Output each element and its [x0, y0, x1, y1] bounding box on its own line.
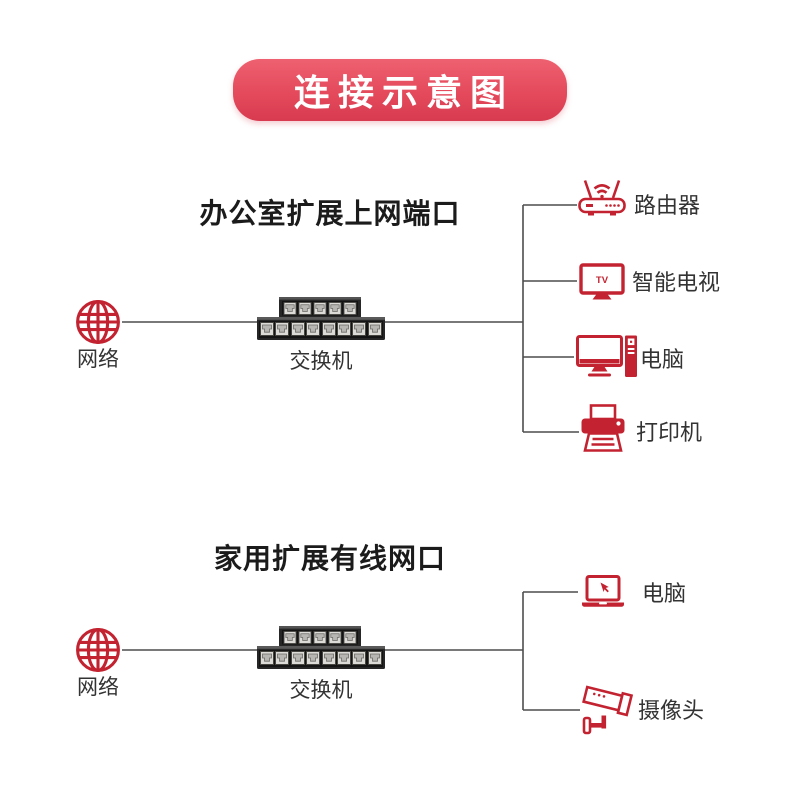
- desktop-computer-icon: [576, 335, 637, 377]
- page-title-banner: 连接示意图: [233, 59, 567, 121]
- network-switch-image: [257, 297, 385, 340]
- network-source-label: 网络: [77, 676, 119, 699]
- tv-screen-text: TV: [596, 275, 609, 286]
- printer-icon: [581, 404, 625, 452]
- globe-icon: [76, 628, 120, 672]
- printer-label: 打印机: [636, 420, 703, 445]
- laptop-icon: [582, 575, 624, 607]
- smart-tv-label: 智能电视: [632, 270, 721, 295]
- cctv-camera-icon: [582, 685, 634, 735]
- router-icon: [578, 180, 626, 216]
- network-switch-image: [257, 626, 385, 669]
- camera-label: 摄像头: [638, 698, 705, 723]
- switch-label: 交换机: [289, 679, 353, 702]
- switch-label: 交换机: [289, 350, 353, 373]
- network-source-label: 网络: [77, 348, 119, 371]
- laptop-label: 电脑: [642, 581, 687, 606]
- section-title-office: 办公室扩展上网端口: [199, 198, 461, 229]
- globe-icon: [76, 300, 120, 344]
- section-title-home: 家用扩展有线网口: [213, 543, 446, 574]
- desktop-computer-label: 电脑: [640, 347, 685, 372]
- page-title: 连接示意图: [293, 72, 514, 113]
- tv-icon: TV: [579, 263, 625, 300]
- router-label: 路由器: [634, 193, 701, 218]
